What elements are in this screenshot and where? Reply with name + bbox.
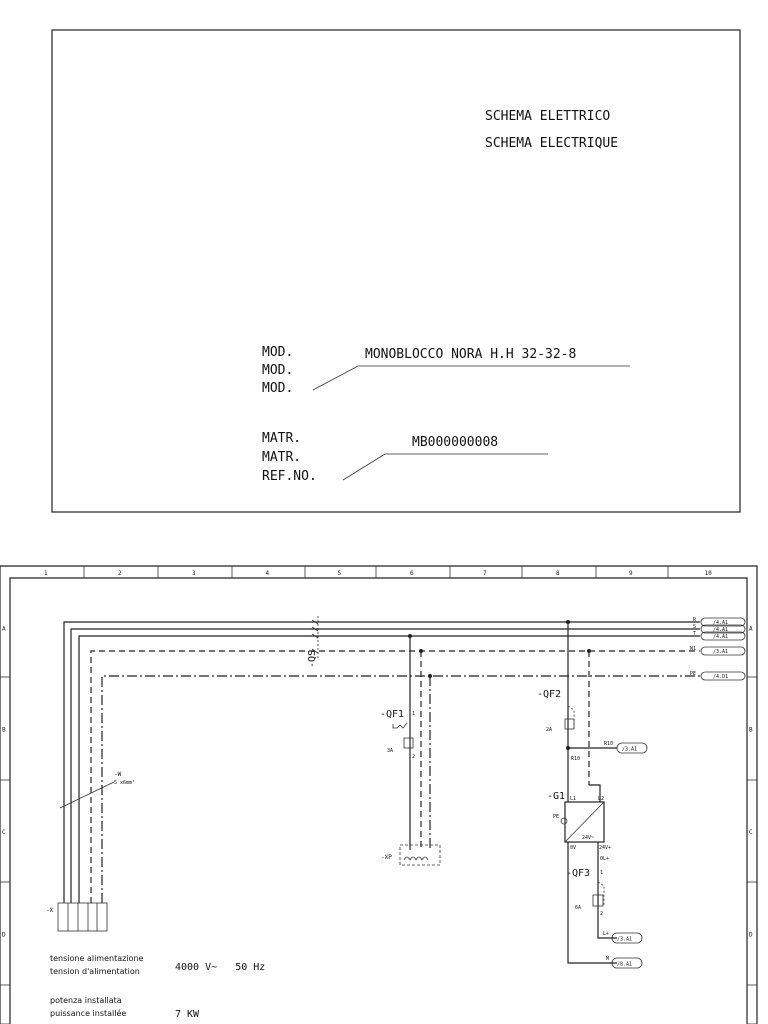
mod-label: MOD.	[262, 381, 293, 396]
title-fr: SCHEMA ELECTRIQUE	[485, 136, 618, 151]
cross-ref-label: /3.A1	[713, 649, 728, 655]
svg-text:6A: 6A	[575, 905, 581, 911]
mod-label: MOD.	[262, 363, 293, 378]
title-it: SCHEMA ELETTRICO	[485, 109, 610, 124]
svg-text:-XP: -XP	[381, 854, 392, 861]
svg-text:-QS: -QS	[307, 650, 318, 668]
terminal-x	[57, 902, 108, 932]
svg-text:24V+: 24V+	[599, 845, 611, 851]
svg-text:-X: -X	[46, 907, 54, 914]
cross-ref-label: /4.A1	[713, 634, 728, 640]
svg-text:M: M	[606, 956, 609, 962]
cable-and-terminal: -W 5 x6mm² -X	[46, 771, 135, 932]
column-label: 10	[705, 570, 713, 577]
column-label: 3	[192, 570, 196, 577]
bus-label: PE	[690, 671, 696, 677]
mod-label: MOD.	[262, 345, 293, 360]
qs-switch: -QS	[307, 616, 319, 668]
cross-ref-tag	[700, 617, 746, 627]
serial-leader	[342, 453, 548, 481]
svg-text:-QF2: -QF2	[537, 689, 561, 700]
matr-label: REF.NO.	[262, 469, 317, 484]
svg-text:0V: 0V	[570, 845, 576, 851]
bus-label: T	[693, 631, 696, 637]
svg-text:-QF1: -QF1	[380, 709, 404, 720]
svg-text:/3.A1: /3.A1	[617, 937, 632, 943]
svg-text:2: 2	[600, 911, 603, 917]
bus-n1	[90, 650, 700, 903]
cross-ref-tag	[700, 631, 746, 641]
svg-text:L1: L1	[570, 796, 576, 802]
column-label: 1	[44, 570, 48, 577]
matr-label: MATR.	[262, 431, 301, 446]
bus-r	[63, 621, 700, 903]
power-supply-branch: -QF2 2A R10 R10 /3.A1 -G1 L1 L2 PE 24V~ …	[537, 620, 648, 969]
column-label: 9	[629, 570, 633, 577]
voltage-value: 4000 V~ 50 Hz	[175, 962, 265, 973]
title-block: SCHEMA ELETTRICO SCHEMA ELECTRIQUE MOD. …	[51, 29, 741, 513]
g1-power-supply	[564, 801, 605, 843]
cross-ref-label: /4.A1	[713, 620, 728, 626]
serial-value: MB000000008	[412, 435, 498, 450]
svg-text:2A: 2A	[546, 727, 552, 733]
row-label: C	[2, 829, 6, 836]
row-label: C	[749, 829, 753, 836]
voltage-label-it: tensione alimentazione	[50, 954, 144, 963]
bus-t	[78, 635, 700, 903]
svg-text:2: 2	[412, 754, 415, 760]
svg-text:PE: PE	[553, 814, 559, 820]
cross-ref-label: /4.D1	[713, 674, 728, 680]
bus-label: N1	[690, 646, 696, 652]
cross-ref-tag	[700, 671, 746, 681]
row-label: B	[2, 727, 6, 734]
svg-text:L+: L+	[603, 931, 609, 937]
svg-text:24V~: 24V~	[582, 835, 594, 841]
bus-pe	[101, 675, 700, 903]
bus-label: S	[693, 624, 696, 630]
svg-text:1: 1	[412, 711, 415, 717]
row-label: D	[749, 932, 753, 939]
column-label: 8	[556, 570, 560, 577]
svg-text:/3.A1: /3.A1	[622, 747, 637, 753]
svg-text:/8.A1: /8.A1	[617, 962, 632, 968]
svg-text:-QF3: -QF3	[566, 868, 590, 879]
svg-text:0L+: 0L+	[600, 856, 609, 862]
power-label-it: potenza installata	[50, 996, 122, 1005]
column-label: 6	[410, 570, 414, 577]
svg-text:1: 1	[600, 870, 603, 876]
row-label: A	[2, 626, 6, 633]
column-label: 2	[118, 570, 122, 577]
voltage-label-fr: tension d'alimentation	[50, 967, 140, 976]
column-label: 4	[266, 570, 270, 577]
row-label: B	[749, 727, 753, 734]
power-label-fr: puissance installée	[50, 1008, 126, 1018]
specs: tensione alimentazione tension d'aliment…	[50, 954, 265, 1020]
column-label: 7	[483, 570, 487, 577]
column-label: 5	[338, 570, 342, 577]
row-label: D	[2, 932, 6, 939]
svg-text:5 x6mm²: 5 x6mm²	[114, 780, 135, 786]
model-value: MONOBLOCCO NORA H.H 32-32-8	[365, 347, 576, 362]
model-leader	[312, 365, 630, 391]
row-label: A	[749, 626, 753, 633]
svg-text:3A: 3A	[387, 748, 393, 754]
power-value: 7 KW	[175, 1009, 200, 1020]
svg-text:L2: L2	[598, 796, 604, 802]
cross-ref-tag	[700, 646, 746, 656]
title-frame	[51, 29, 741, 513]
svg-text:-W: -W	[114, 771, 122, 778]
qf1-branch: -QF1 1 2 3A -XP	[380, 634, 441, 866]
bus-s	[70, 628, 700, 903]
matr-label: MATR.	[262, 450, 301, 465]
cross-ref-label: /4.A1	[713, 627, 728, 633]
bus-label: R	[693, 617, 697, 623]
cross-ref-tag	[700, 624, 746, 634]
sheet-frame: 1 2 3 4 5 6 7 8 9 10 A A B B C C D D	[0, 565, 758, 1024]
svg-text:R10: R10	[571, 756, 580, 762]
svg-text:-G1: -G1	[547, 791, 565, 802]
svg-text:R10: R10	[604, 741, 613, 747]
